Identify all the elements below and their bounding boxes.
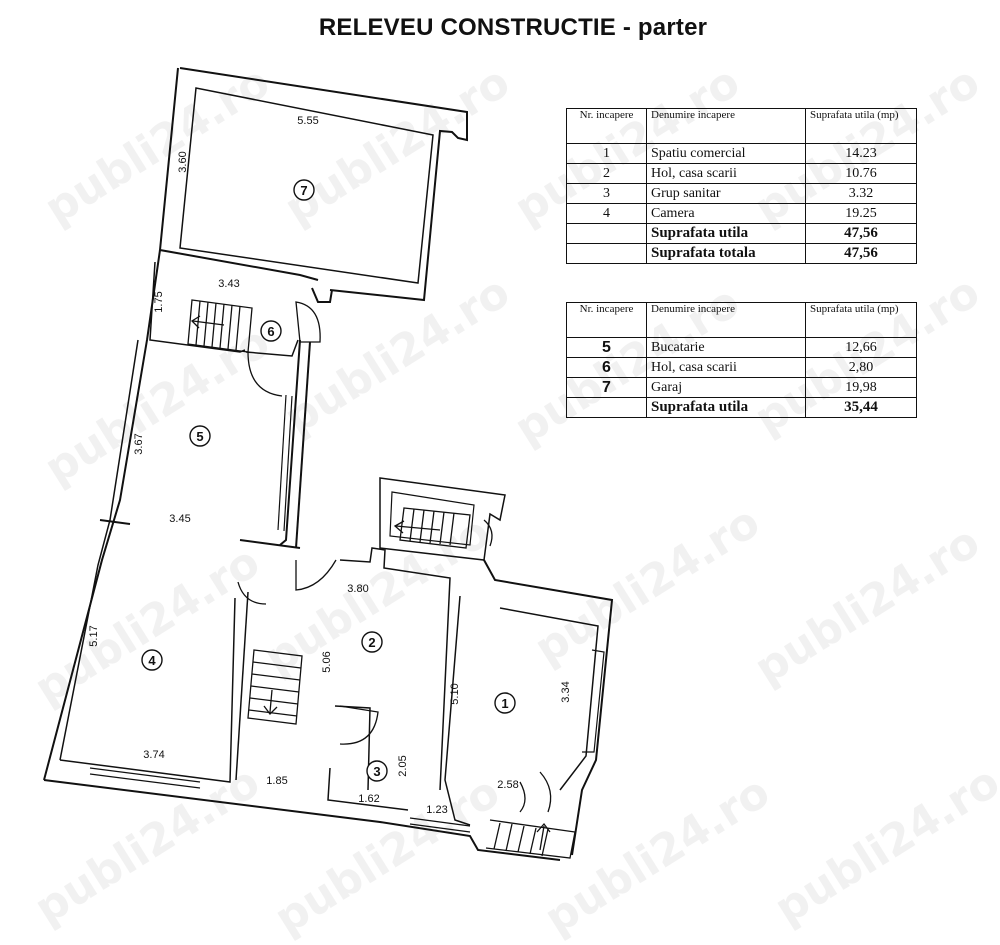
table-row: 4 Camera 19.25: [566, 203, 917, 224]
cell-area: 19.25: [805, 203, 917, 224]
room-table-2: Nr. incapere Denumire incapere Suprafata…: [566, 302, 917, 418]
cell-nr: 3: [566, 183, 647, 204]
table-row: 7 Garaj 19,98: [566, 377, 917, 398]
dimension-label: 1.62: [358, 793, 379, 805]
dimension-label: 5.06: [321, 651, 333, 672]
header-name: Denumire incapere: [646, 108, 806, 144]
dimension-label: 3.67: [133, 433, 145, 454]
dimension-label: 1.85: [266, 775, 287, 787]
total-label: Suprafata totala: [646, 243, 806, 264]
cell-area: 12,66: [805, 337, 917, 358]
cell-name: Camera: [646, 203, 806, 224]
cell-nr: 4: [566, 203, 647, 224]
total-value: 47,56: [805, 243, 917, 264]
cell-area: 19,98: [805, 377, 917, 398]
cell-name: Grup sanitar: [646, 183, 806, 204]
room-number: 7: [300, 183, 307, 198]
cell-name: Garaj: [646, 377, 806, 398]
dimension-label: 5.17: [88, 625, 100, 646]
dimension-label: 5.10: [449, 683, 461, 704]
cell-nr: 5: [566, 337, 647, 358]
table-row: 3 Grup sanitar 3.32: [566, 183, 917, 204]
table-total-row: Suprafata utila 35,44: [566, 397, 917, 418]
room-number: 2: [368, 635, 375, 650]
room-number: 3: [373, 764, 380, 779]
cell-area: 3.32: [805, 183, 917, 204]
cell-empty: [566, 243, 647, 264]
cell-area: 2,80: [805, 357, 917, 378]
table-total-row: Suprafata utila 47,56: [566, 223, 917, 244]
cell-name: Hol, casa scarii: [646, 163, 806, 184]
cell-empty: [566, 223, 647, 244]
total-value: 35,44: [805, 397, 917, 418]
table-row: 1 Spatiu comercial 14.23: [566, 143, 917, 164]
table-row: 2 Hol, casa scarii 10.76: [566, 163, 917, 184]
table-header-row: Nr. incapere Denumire incapere Suprafata…: [566, 302, 917, 338]
cell-name: Spatiu comercial: [646, 143, 806, 164]
cell-name: Bucatarie: [646, 337, 806, 358]
header-area: Suprafata utila (mp): [805, 302, 917, 338]
table-header-row: Nr. incapere Denumire incapere Suprafata…: [566, 108, 917, 144]
table-total-row: Suprafata totala 47,56: [566, 243, 917, 264]
dimension-label: 2.05: [397, 755, 409, 776]
room-number: 5: [196, 429, 203, 444]
header-name: Denumire incapere: [646, 302, 806, 338]
dimension-label: 3.80: [347, 583, 368, 595]
cell-area: 14.23: [805, 143, 917, 164]
cell-nr: 6: [566, 357, 647, 378]
header-nr: Nr. incapere: [566, 302, 647, 338]
page-title: RELEVEU CONSTRUCTIE - parter: [318, 14, 708, 41]
table-row: 5 Bucatarie 12,66: [566, 337, 917, 358]
room-table-1: Nr. incapere Denumire incapere Suprafata…: [566, 108, 917, 264]
cell-nr: 7: [566, 377, 647, 398]
dimension-label: 3.34: [560, 681, 572, 702]
dimension-label: 1.75: [153, 291, 165, 312]
dimension-label: 1.23: [426, 804, 447, 816]
total-label: Suprafata utila: [646, 397, 806, 418]
cell-nr: 1: [566, 143, 647, 164]
total-util-label: Suprafata utila: [646, 223, 806, 244]
room-number: 6: [267, 324, 274, 339]
total-util-value: 47,56: [805, 223, 917, 244]
room-number: 4: [148, 653, 156, 668]
cell-area: 10.76: [805, 163, 917, 184]
room-number: 1: [501, 696, 508, 711]
cell-nr: 2: [566, 163, 647, 184]
dimension-label: 3.43: [218, 278, 239, 290]
cell-name: Hol, casa scarii: [646, 357, 806, 378]
dimension-label: 3.74: [143, 749, 164, 761]
cell-empty: [566, 397, 647, 418]
table-row: 6 Hol, casa scarii 2,80: [566, 357, 917, 378]
dimension-label: 5.55: [297, 115, 318, 127]
dimension-label: 2.58: [497, 779, 518, 791]
dimension-label: 3.60: [177, 151, 189, 172]
dimension-label: 3.45: [169, 513, 190, 525]
header-area: Suprafata utila (mp): [805, 108, 917, 144]
header-nr: Nr. incapere: [566, 108, 647, 144]
